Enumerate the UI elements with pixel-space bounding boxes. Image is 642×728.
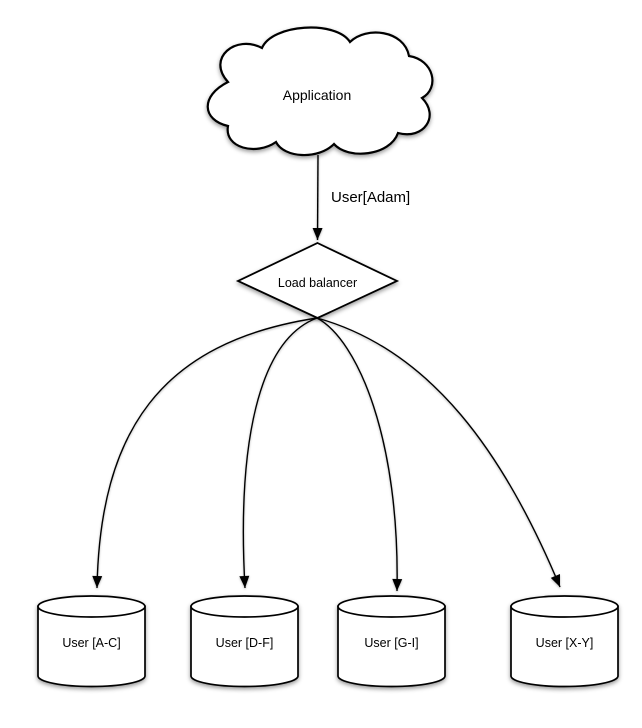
shape-layer (37, 26, 619, 688)
cylinder-top (190, 595, 299, 618)
edge-loadbalancer-to-shard-a-c (92, 317, 318, 589)
edge-loadbalancer-to-shard-d-f (239, 317, 318, 589)
shard-cylinder-a-c (37, 595, 146, 688)
application-label: Application (283, 87, 352, 103)
cylinder-body (190, 605, 299, 688)
shard-cylinder-d-f (190, 595, 299, 688)
shard-cylinder-g-i (337, 595, 446, 688)
label-layer: Application User[Adam] Load balancer Use… (62, 87, 593, 650)
edge-loadbalancer-to-shard-x-y (316, 317, 561, 588)
connector-layer (92, 154, 561, 592)
shard-label-x-y: User [X-Y] (536, 636, 594, 650)
cylinder-top (510, 595, 619, 618)
cylinder-body (37, 605, 146, 688)
cylinder-top (337, 595, 446, 618)
load-balancer-diamond-shape (235, 242, 400, 319)
shard-cylinder-x-y (510, 595, 619, 688)
cylinder-body (510, 605, 619, 688)
cylinder-top (37, 595, 146, 618)
cylinder-body (337, 605, 446, 688)
edge-application-to-loadbalancer (312, 154, 323, 241)
shard-label-a-c: User [A-C] (62, 636, 120, 650)
edge-loadbalancer-to-shard-g-i (316, 317, 403, 592)
shard-label-g-i: User [G-I] (364, 636, 418, 650)
shard-label-d-f: User [D-F] (216, 636, 274, 650)
application-cloud-shape (206, 26, 434, 157)
request-edge-label: User[Adam] (331, 189, 410, 206)
load-balancer-label: Load balancer (278, 276, 357, 290)
